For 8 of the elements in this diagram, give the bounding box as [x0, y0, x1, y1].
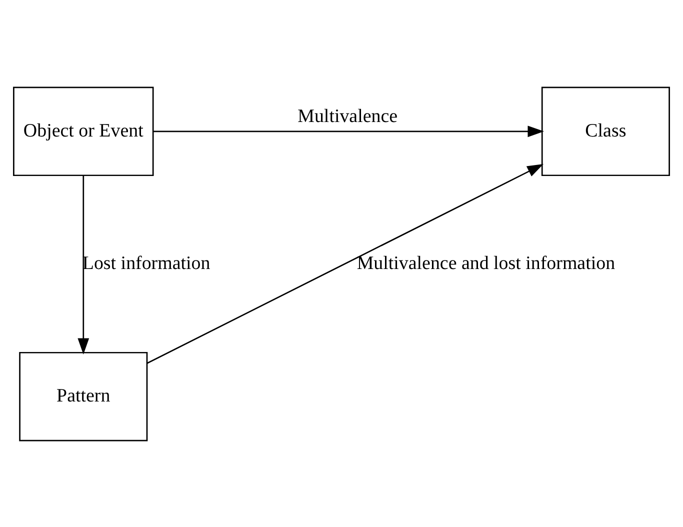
node-box: Pattern	[19, 351, 148, 441]
arrow	[78, 175, 90, 354]
arrow	[146, 164, 544, 364]
node-box: Object or Event	[13, 86, 154, 176]
edge-label: Multivalence	[298, 106, 398, 127]
node-box: Class	[541, 86, 670, 176]
edge-label: Multivalence and lost information	[356, 252, 616, 274]
arrow	[153, 125, 544, 137]
